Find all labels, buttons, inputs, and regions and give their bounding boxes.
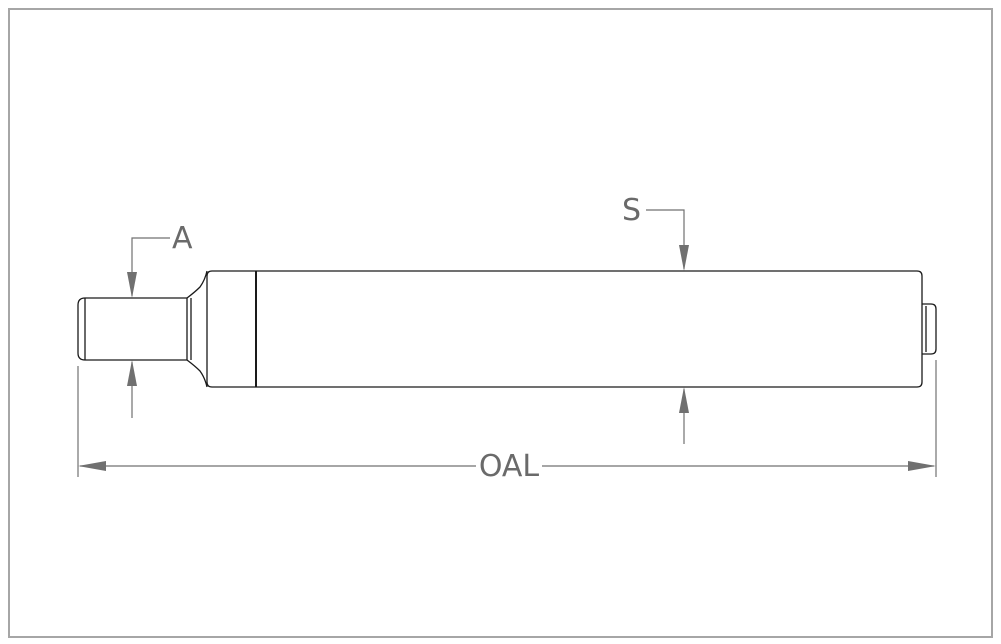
dim-s-label: S xyxy=(622,193,641,228)
part-outline xyxy=(77,270,937,388)
dim-a-arrow-up xyxy=(127,360,137,386)
oal-arrow-left xyxy=(78,461,106,471)
fillet-top xyxy=(186,270,208,299)
dimension-a xyxy=(131,237,170,418)
fillet-bottom xyxy=(186,359,208,388)
dim-a-arrow-down xyxy=(127,272,137,298)
dim-a-label: A xyxy=(172,221,193,256)
end-pilot xyxy=(922,303,937,355)
dim-s-leader xyxy=(646,209,685,269)
dimension-oal-arrows xyxy=(78,461,936,471)
main-body xyxy=(206,270,923,388)
oal-arrow-right xyxy=(908,461,936,471)
shank xyxy=(77,297,188,361)
dimension-oal xyxy=(77,360,937,477)
dim-s-arrow-down xyxy=(679,245,689,271)
dimension-s-arrows xyxy=(679,245,689,413)
dim-s-arrow-up xyxy=(679,387,689,413)
dim-a-leader xyxy=(131,237,170,296)
drawing-border xyxy=(8,8,993,638)
dimension-s xyxy=(646,209,685,444)
dimension-a-arrows xyxy=(127,272,137,386)
oal-label: OAL xyxy=(479,449,540,484)
